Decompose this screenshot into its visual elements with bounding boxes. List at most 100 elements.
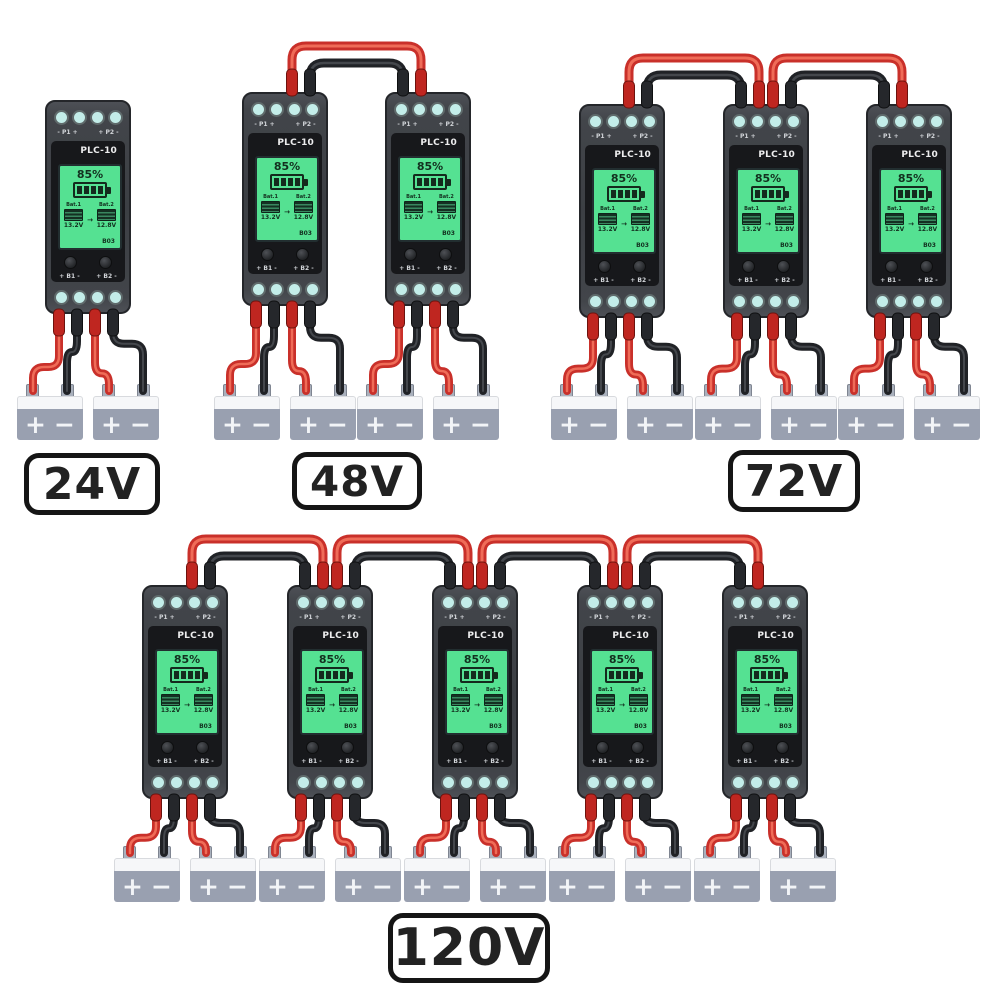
bat2-label: Bat.2 <box>438 194 454 200</box>
bat2-voltage: 12.8V <box>773 707 794 714</box>
terminal-port-icon <box>250 102 266 117</box>
terminal-port-icon <box>186 775 202 790</box>
bat1-cell-icon <box>451 694 471 706</box>
battery-body: + − <box>93 409 159 440</box>
jumper-cable-black-highlight <box>643 554 742 573</box>
p-terminal-row <box>47 110 129 125</box>
battery-gauge-icon <box>607 186 645 202</box>
plus-symbol: + <box>101 410 122 439</box>
soc-percent: 85% <box>76 168 104 181</box>
jumper-cable-red <box>624 53 764 95</box>
model-label: PLC-10 <box>467 631 504 641</box>
b2-label: + B2 - <box>774 277 795 284</box>
cell-readouts: Bat.1 13.2V → Bat.2 12.8V <box>881 207 941 234</box>
terminal-port-icon <box>585 595 601 610</box>
jumper-cable-black-highlight <box>308 61 405 80</box>
p-port-labels: - P1 + + P2 - <box>579 614 661 621</box>
p-port-labels: - P1 + + P2 - <box>725 133 807 140</box>
cell-readouts: Bat.1 13.2V → Bat.2 12.8V <box>302 688 362 715</box>
p2-label: + P2 - <box>438 121 459 128</box>
terminal-port-icon <box>458 775 474 790</box>
p-terminal-row <box>724 595 806 610</box>
minus-symbol: − <box>875 410 896 439</box>
terminal-port-icon <box>784 775 800 790</box>
node-id: B03 <box>780 242 793 249</box>
terminal-port-icon <box>204 775 220 790</box>
bat2-voltage: 12.8V <box>630 226 651 233</box>
b-port-labels: + B1 - + B2 - <box>293 758 367 765</box>
battery: + − <box>551 384 617 440</box>
minus-symbol: − <box>517 872 538 901</box>
b1-label: + B1 - <box>880 277 901 284</box>
bat1-readout: Bat.1 13.2V <box>258 195 283 222</box>
battery-top <box>771 396 837 410</box>
terminal-port-icon <box>731 294 747 309</box>
model-label: PLC-10 <box>612 631 649 641</box>
terminal-port-icon <box>587 114 603 129</box>
bat1-voltage: 13.2V <box>403 214 424 221</box>
terminal-port-icon <box>53 290 69 305</box>
wire-black <box>109 324 147 395</box>
terminal-port-icon <box>748 595 764 610</box>
terminal-port-icon <box>730 595 746 610</box>
bat1-cell-icon <box>596 694 616 706</box>
minus-symbol: − <box>296 872 317 901</box>
round-button <box>64 256 77 269</box>
terminal-port-icon <box>748 775 764 790</box>
model-label: PLC-10 <box>901 150 938 160</box>
battery: + − <box>433 384 499 440</box>
wire-black-highlight <box>933 331 965 392</box>
plus-symbol: + <box>557 872 578 901</box>
balance-arrow-icon: → <box>619 701 625 709</box>
wire-black-highlight <box>263 319 275 392</box>
wire-black <box>884 328 902 395</box>
battery-top <box>17 396 83 410</box>
b2-label: + B2 - <box>630 277 651 284</box>
terminal-port-icon <box>150 595 166 610</box>
model-label: PLC-10 <box>80 146 117 156</box>
minus-symbol: − <box>731 872 752 901</box>
model-label: PLC-10 <box>277 138 314 148</box>
round-button <box>776 741 789 754</box>
model-label: PLC-10 <box>322 631 359 641</box>
battery: + − <box>114 846 180 902</box>
terminal-port-icon <box>766 775 782 790</box>
jumper-cable-red-highlight <box>480 537 615 573</box>
round-button <box>741 741 754 754</box>
plus-symbol: + <box>922 410 943 439</box>
p2-label: + P2 - <box>632 133 653 140</box>
wire-red <box>431 316 453 395</box>
b2-label: + B2 - <box>193 758 214 765</box>
b2-label: + B2 - <box>483 758 504 765</box>
bat1-voltage: 13.2V <box>305 707 326 714</box>
round-button <box>161 741 174 754</box>
battery: + − <box>770 846 836 902</box>
node-id: B03 <box>923 242 936 249</box>
bat2-voltage: 12.8V <box>436 214 457 221</box>
terminal-port-icon <box>411 282 427 297</box>
wire-red <box>563 328 597 395</box>
wire-black <box>741 328 759 395</box>
bat2-cell-icon <box>96 209 116 221</box>
cell-readouts: Bat.1 13.2V → Bat.2 12.8V <box>60 203 120 230</box>
minus-symbol: − <box>951 410 972 439</box>
terminal-port-icon <box>150 775 166 790</box>
round-button <box>404 248 417 261</box>
terminal-port-icon <box>749 114 765 129</box>
lcd-screen: 85% Bat.1 13.2V → Bat.2 12.8V B03 <box>255 156 319 242</box>
balance-arrow-icon: → <box>765 220 771 228</box>
b-terminal-row <box>724 775 806 790</box>
wire-red-highlight <box>627 330 645 393</box>
battery: + − <box>259 846 325 902</box>
jumper-cable-red-highlight <box>627 56 761 92</box>
bat2-readout: Bat.2 12.8V <box>291 195 316 222</box>
battery-top <box>770 858 836 872</box>
jumper-cable-red <box>187 534 328 576</box>
soc-percent: 85% <box>463 653 491 666</box>
wire-red-highlight <box>771 330 789 393</box>
battery: + − <box>695 384 761 440</box>
wire-black-highlight <box>600 331 612 392</box>
bat2-voltage: 12.8V <box>96 222 117 229</box>
p1-label: - P1 + <box>397 121 418 128</box>
